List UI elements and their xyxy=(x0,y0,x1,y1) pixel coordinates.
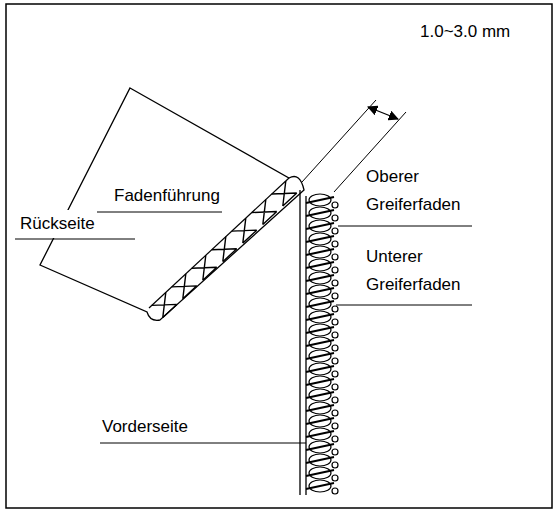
part-label: Vorderseite xyxy=(100,413,190,441)
chain-stitch xyxy=(306,405,334,411)
chain-stitch xyxy=(306,327,334,333)
stitch xyxy=(252,200,277,225)
chain-stitch xyxy=(306,210,334,216)
chain-bump xyxy=(332,449,338,455)
chain-stitch xyxy=(306,288,334,294)
chain-bump xyxy=(332,436,338,442)
front-fabric xyxy=(300,190,306,495)
chain-bump xyxy=(332,280,338,286)
chain-stitch xyxy=(306,483,334,489)
chain-bump xyxy=(332,462,338,468)
chain-bump xyxy=(332,371,338,377)
leader-line xyxy=(338,226,472,227)
chain-stitch xyxy=(306,470,334,476)
chain-stitch xyxy=(306,444,334,450)
chain-bump xyxy=(332,202,338,208)
chain-bump xyxy=(332,397,338,403)
stitch xyxy=(172,274,197,299)
chain-bump xyxy=(332,241,338,247)
chain-bump xyxy=(332,306,338,312)
chain-stitch xyxy=(306,353,334,359)
looper-chain xyxy=(306,194,338,494)
stitch xyxy=(232,218,257,243)
chain-bump xyxy=(332,319,338,325)
chain-bump xyxy=(332,384,338,390)
chain-bump xyxy=(332,228,338,234)
chain-stitch xyxy=(306,197,334,203)
chain-stitch xyxy=(306,236,334,242)
chain-bump xyxy=(332,358,338,364)
chain-stitch xyxy=(306,457,334,463)
chain-stitch xyxy=(306,392,334,398)
chain-stitch xyxy=(306,418,334,424)
frame xyxy=(6,4,552,508)
part-label: Unterer Greiferfaden xyxy=(364,243,518,299)
chain-bump xyxy=(332,267,338,273)
chain-stitch xyxy=(306,340,334,346)
chain-stitch xyxy=(306,275,334,281)
chain-bump xyxy=(332,488,338,494)
stitch xyxy=(152,292,177,317)
part-label: Oberer Greiferfaden xyxy=(364,163,518,219)
part-label: Rückseite xyxy=(18,210,97,238)
leader-line xyxy=(15,239,135,240)
chain-stitch xyxy=(306,379,334,385)
part-label: 1.0~3.0 mm xyxy=(418,18,512,46)
chain-bump xyxy=(332,254,338,260)
chain-stitch xyxy=(306,262,334,268)
stitch xyxy=(272,181,297,206)
chain-bump xyxy=(332,215,338,221)
part-label: Fadenführung xyxy=(112,182,222,210)
leader-line xyxy=(336,305,472,306)
chain-bump xyxy=(332,423,338,429)
chain-stitch xyxy=(306,223,334,229)
chain-stitch xyxy=(306,314,334,320)
chain-stitch xyxy=(306,301,334,307)
chain-bump xyxy=(332,475,338,481)
stitch xyxy=(212,237,237,262)
chain-stitch xyxy=(306,249,334,255)
chain-stitch xyxy=(306,431,334,437)
dimension-arrow xyxy=(368,107,398,119)
chain-bump xyxy=(332,293,338,299)
leader-line xyxy=(100,443,306,444)
chain-bump xyxy=(332,345,338,351)
chain-stitch xyxy=(306,366,334,372)
chain-bump xyxy=(332,410,338,416)
chain-bump xyxy=(332,332,338,338)
stitch xyxy=(192,255,217,280)
back-fabric xyxy=(40,88,304,320)
